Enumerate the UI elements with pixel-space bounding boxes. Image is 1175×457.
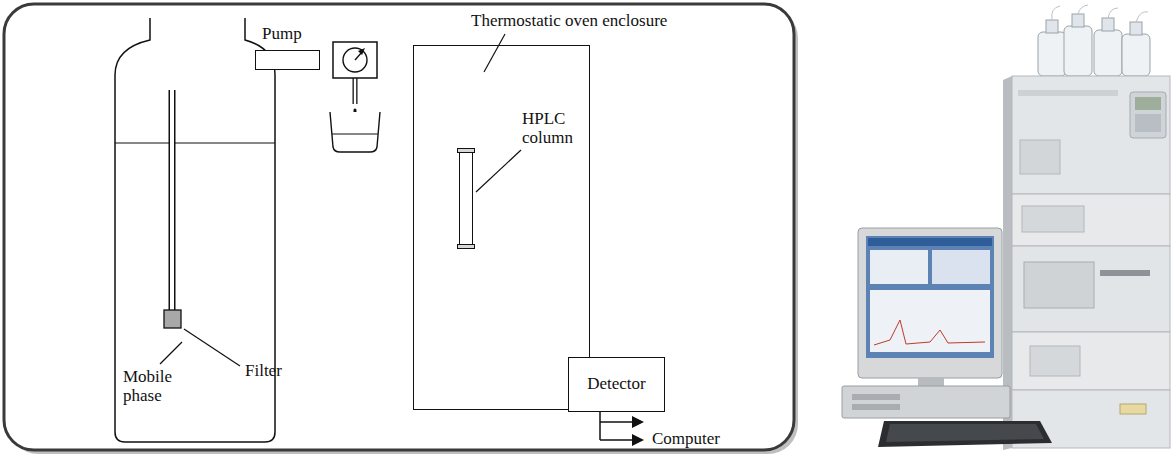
injector-valve xyxy=(333,42,377,78)
drain-tube xyxy=(353,78,358,104)
control-panel xyxy=(1130,92,1166,138)
solvent-bottle xyxy=(1038,32,1066,76)
node-label: Detector xyxy=(581,375,652,394)
pump-module xyxy=(1012,194,1170,246)
screen-window xyxy=(870,250,928,284)
bottle-neck xyxy=(1046,20,1058,33)
dial-needle-head xyxy=(358,48,365,55)
column-module xyxy=(1012,246,1170,332)
liquid-level xyxy=(115,142,275,143)
beaker-level xyxy=(332,134,378,135)
solvent-line xyxy=(1136,12,1148,22)
pump-box: Pump xyxy=(255,50,320,70)
solvent-line xyxy=(1052,6,1060,20)
bottle-neck xyxy=(1130,22,1142,35)
mobile-phase-bottle: Mobile phase xyxy=(115,90,275,442)
node-label: Thermostatic oven enclosure xyxy=(471,12,667,31)
leader-line xyxy=(476,150,521,192)
signal-line xyxy=(599,412,601,440)
drive-bay xyxy=(852,404,900,410)
monitor xyxy=(858,228,1002,378)
node-label: Mobile phase xyxy=(123,368,185,405)
detector-module xyxy=(1012,332,1170,390)
solvent-bottle xyxy=(1094,30,1122,76)
part-label: Computer xyxy=(652,430,720,449)
hplc-column: HPLC column xyxy=(459,151,473,246)
filter-symbol xyxy=(164,310,181,328)
leader-line xyxy=(184,329,240,366)
solvent-bottle xyxy=(1122,34,1150,76)
module-door xyxy=(1022,206,1084,232)
bottle-neck xyxy=(1072,14,1084,27)
node-label: HPLC column xyxy=(522,110,580,147)
screen-window xyxy=(932,250,990,284)
part-label: Filter xyxy=(245,362,282,381)
module-slot xyxy=(1100,270,1150,276)
warning-label xyxy=(1120,404,1146,414)
column-fitting xyxy=(457,244,475,249)
leader-line xyxy=(484,34,505,72)
tube-outer xyxy=(169,90,176,312)
solvent-line xyxy=(1108,8,1118,18)
screen-chromatogram xyxy=(874,320,985,345)
instrument-photo xyxy=(842,5,1170,450)
screen-titlebar xyxy=(868,238,992,246)
solvent-line xyxy=(1078,5,1088,14)
injector-dial xyxy=(343,48,367,72)
signal-line xyxy=(600,421,634,423)
screen-window xyxy=(870,290,990,352)
keyboard-keys xyxy=(886,424,1044,442)
monitor-screen xyxy=(866,236,994,358)
detector-box: Detector xyxy=(568,357,665,412)
oven-enclosure: Thermostatic oven enclosureHPLC column xyxy=(413,45,590,410)
panel-display xyxy=(1135,97,1161,110)
leader-line xyxy=(160,342,182,364)
panel-keys xyxy=(1135,114,1161,132)
module-door xyxy=(1030,346,1080,376)
frame xyxy=(4,4,794,450)
node-label: Pump xyxy=(262,25,302,44)
module-door xyxy=(1024,262,1094,308)
column-fitting xyxy=(457,148,475,153)
module-trim xyxy=(1018,90,1118,96)
bottle-neck xyxy=(1102,18,1114,31)
sample-door xyxy=(1020,140,1060,174)
signal-line xyxy=(600,439,634,441)
waste-beaker xyxy=(330,112,380,152)
desktop-pc xyxy=(842,386,1010,418)
drive-bay xyxy=(852,394,900,400)
arrowhead xyxy=(632,416,644,428)
solvent-bottle xyxy=(1064,26,1092,76)
autosampler-module xyxy=(1012,76,1170,194)
arrowhead xyxy=(632,434,644,446)
tube-inner xyxy=(170,90,174,312)
keyboard xyxy=(878,421,1052,447)
drain-tube-inner xyxy=(354,78,356,104)
